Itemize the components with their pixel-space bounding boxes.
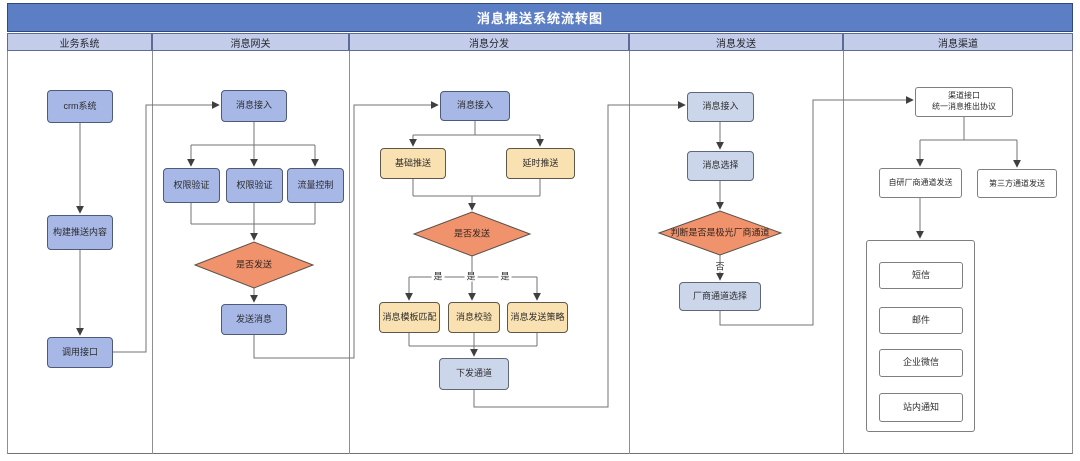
- lane-separator: [349, 51, 350, 454]
- node-third-party-send: 第三方通道发送: [977, 169, 1057, 198]
- node-send-message: 发送消息: [221, 304, 287, 335]
- node-self-vendor-send: 自研厂商通道发送: [879, 168, 962, 198]
- node-wechat-work: 企业微信: [879, 349, 963, 377]
- lane-header-message-gateway: 消息网关: [152, 33, 349, 51]
- sending-decision-label: 判断是否是极光厂商通道: [670, 227, 770, 238]
- node-build-push-content: 构建推送内容: [47, 215, 113, 250]
- lane-separator: [152, 51, 153, 454]
- channel-interface-line2: 统一消息推出协议: [932, 102, 996, 111]
- node-gateway-ingest: 消息接入: [221, 90, 287, 122]
- node-sending-ingest: 消息接入: [687, 92, 754, 122]
- node-delayed-push: 延时推送: [506, 148, 575, 179]
- node-message-select: 消息选择: [687, 151, 754, 181]
- lane-header-business-system: 业务系统: [7, 33, 152, 51]
- lane-header-message-distribution: 消息分发: [349, 33, 629, 51]
- lane-separator: [843, 51, 844, 454]
- node-template-match: 消息模板匹配: [379, 302, 440, 333]
- lane-separator: [629, 51, 630, 454]
- lane-header-message-sending: 消息发送: [629, 33, 843, 51]
- distribute-decision-label: 是否发送: [453, 228, 491, 239]
- node-call-api: 调用接口: [47, 337, 113, 368]
- node-basic-push: 基础推送: [380, 148, 446, 179]
- node-mail: 邮件: [879, 307, 963, 334]
- edge-label-no: 否: [713, 261, 727, 272]
- gateway-decision-label: 是否发送: [235, 259, 273, 270]
- node-send-strategy: 消息发送策略: [507, 302, 568, 333]
- edge-label-yes-2: 是: [464, 271, 478, 282]
- edge-label-yes-3: 是: [498, 271, 512, 282]
- node-site-notice: 站内通知: [879, 393, 963, 422]
- node-downstream-channel: 下发通道: [439, 358, 509, 390]
- node-sms: 短信: [879, 262, 963, 289]
- lane-header-message-channel: 消息渠道: [843, 33, 1073, 51]
- node-permission-check-1: 权限验证: [163, 168, 220, 203]
- node-flow-control: 流量控制: [287, 168, 344, 203]
- node-permission-check-2: 权限验证: [226, 168, 283, 203]
- diagram-title: 消息推送系统流转图: [7, 3, 1073, 32]
- node-vendor-channel-select: 厂商通道选择: [679, 282, 761, 311]
- node-distribute-ingest: 消息接入: [440, 91, 510, 121]
- edge-label-yes-1: 是: [431, 271, 445, 282]
- channel-interface-line1: 渠道接口: [948, 91, 980, 101]
- node-channel-interface: 渠道接口 统一消息推出协议: [915, 87, 1013, 117]
- node-crm-system: crm系统: [47, 90, 113, 123]
- node-message-check: 消息校验: [448, 302, 500, 333]
